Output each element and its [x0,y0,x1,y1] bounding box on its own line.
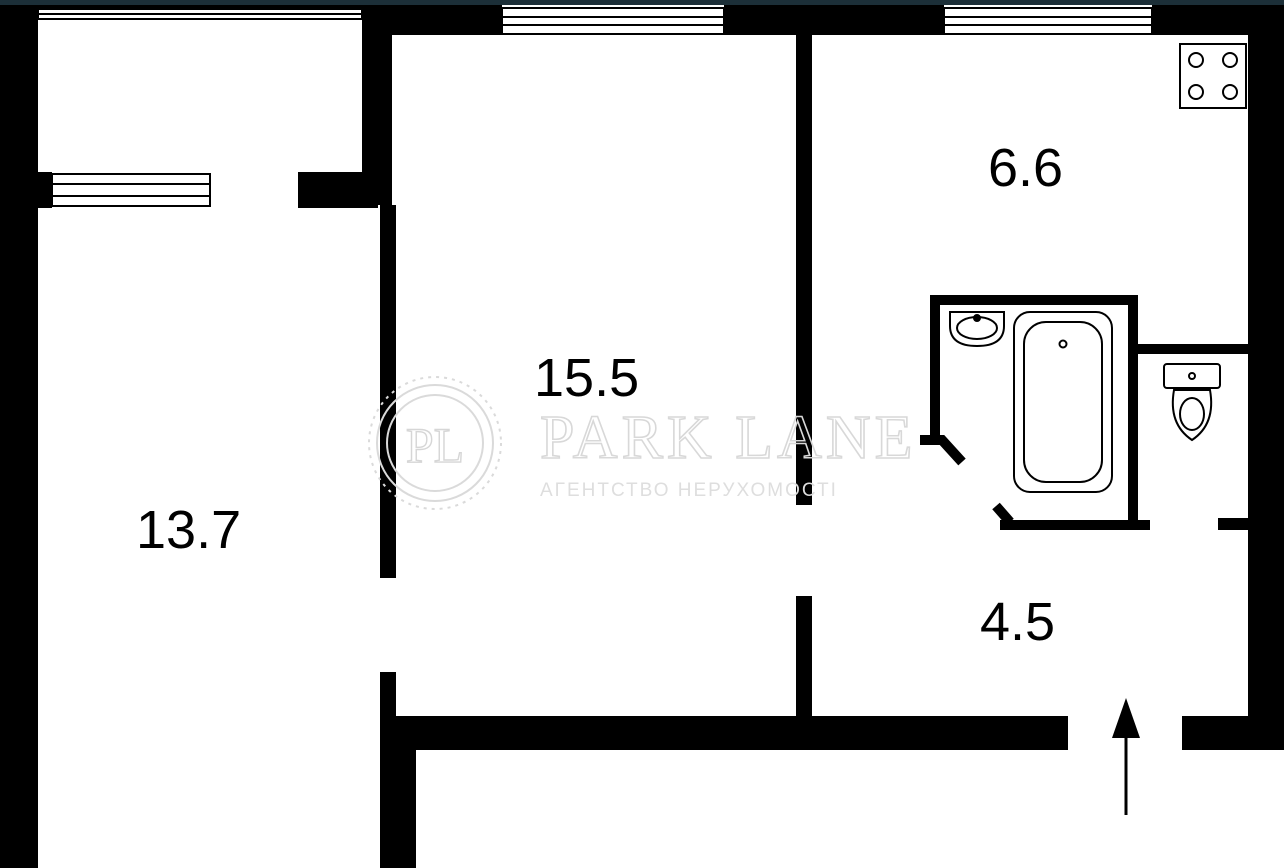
bathtub-icon [1013,311,1113,493]
room-area-label: 4.5 [980,592,1055,652]
walls [0,5,1284,868]
toilet-icon [1163,363,1221,442]
windows [37,7,1153,207]
watermark-laurel-icon [368,376,502,510]
room-area-label: 13.7 [136,500,241,560]
bathroom-door-jambs [920,435,1014,526]
stove-icon [1179,43,1247,109]
room-area-label: 6.6 [988,138,1063,198]
watermark-monogram: PL [406,417,464,473]
room-area-label: 15.5 [534,348,639,408]
watermark: PL PARK LANE АГЕНТСТВО НЕРУХОМОСТІ [368,376,917,510]
watermark-name: PARK LANE [540,404,917,472]
watermark-tagline: АГЕНТСТВО НЕРУХОМОСТІ [540,480,838,501]
window-top-middle [501,7,725,35]
entrance-arrow-icon [1112,698,1140,815]
window-top-left [37,8,363,20]
window-balcony [51,173,211,207]
window-top-right [943,7,1153,35]
top-frame-strip [0,0,1284,5]
sink-icon [949,311,1005,348]
